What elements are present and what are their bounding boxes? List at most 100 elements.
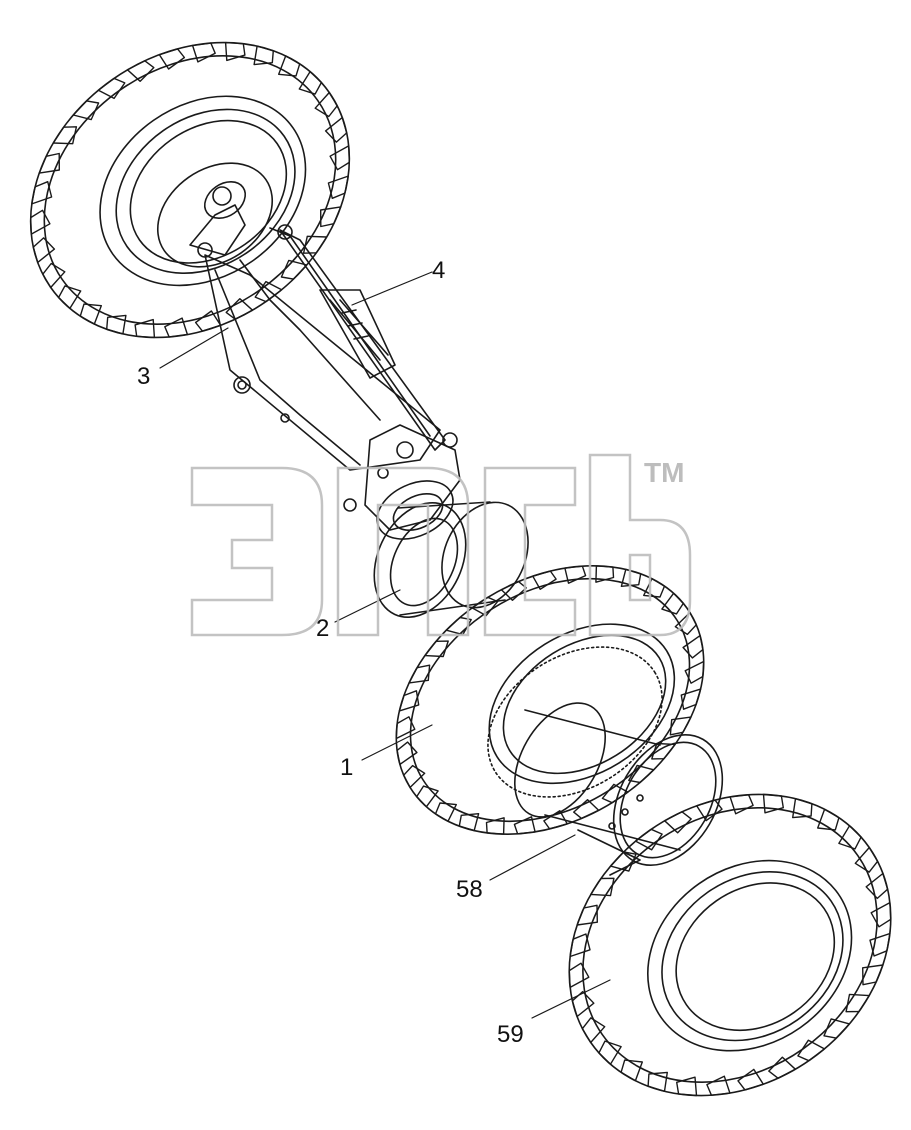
tread-lug: [854, 846, 879, 873]
tread-lug: [651, 742, 676, 760]
tread-lug: [280, 259, 308, 280]
top-rim-inner: [156, 162, 274, 268]
tread-lug: [647, 1071, 668, 1092]
tread-lug: [737, 1068, 764, 1091]
tread-lug: [581, 1017, 606, 1044]
tread-lug: [324, 116, 348, 143]
tread-lug: [682, 634, 704, 659]
tread-lug: [568, 962, 590, 989]
tread-lug: [398, 690, 420, 712]
tread-lug: [680, 688, 702, 710]
tread-lug: [298, 70, 323, 95]
tread-lug: [158, 48, 186, 70]
tread-lug: [320, 206, 342, 228]
tread-lug: [327, 175, 349, 199]
tread-lug: [797, 1039, 826, 1062]
bottom-tire: [568, 793, 892, 1097]
tread-lug: [32, 237, 56, 264]
tread-lug: [664, 811, 692, 834]
tread-lug: [573, 799, 600, 820]
tread-lug: [38, 152, 60, 174]
middle-tire: [395, 565, 705, 835]
tread-lug: [434, 802, 457, 822]
callout-58: 58: [456, 876, 483, 903]
tread-lug: [302, 235, 328, 254]
tread-lug: [126, 60, 155, 82]
tread-lug: [564, 565, 587, 584]
tread-lug: [571, 990, 595, 1018]
tread-lug: [97, 77, 126, 100]
tread-lug: [253, 45, 274, 66]
tread-lug: [729, 794, 754, 815]
tread-lug: [471, 596, 499, 617]
tread-lug: [634, 828, 663, 851]
tread-lug: [403, 764, 426, 789]
tread-lug: [513, 816, 536, 835]
tread-lug: [52, 126, 78, 145]
tread-lug: [862, 964, 884, 986]
tread-lug: [643, 578, 666, 598]
tread-lug: [595, 565, 615, 583]
tread-lug: [254, 280, 283, 303]
tread-lug: [845, 993, 870, 1013]
tread-lug: [768, 1056, 796, 1079]
spacer-ring: [373, 501, 529, 619]
bottom-wheel: [568, 793, 892, 1097]
tread-lug: [706, 1075, 731, 1096]
leader-1: [361, 724, 433, 761]
tread-lug: [590, 877, 615, 897]
callout-1: 1: [340, 754, 353, 781]
tread-lug: [620, 568, 642, 587]
top-tire-tread: [30, 41, 350, 339]
leader-59: [531, 979, 611, 1019]
leader-2: [334, 589, 401, 623]
callout-2: 2: [316, 615, 329, 642]
tread-lug: [669, 716, 692, 736]
watermark-trademark: TM: [644, 457, 684, 488]
tread-lug: [225, 298, 254, 320]
tread-lug: [194, 310, 222, 332]
tread-lug: [30, 209, 51, 235]
tread-lug: [792, 798, 813, 819]
tread-lug: [191, 42, 216, 63]
tread-lug: [823, 1018, 851, 1039]
tread-lug: [57, 285, 82, 310]
tread-lug: [31, 181, 53, 205]
tread-lug: [408, 664, 431, 684]
tread-lug: [106, 314, 127, 335]
tread-lug: [676, 1076, 698, 1097]
tread-lug: [869, 932, 891, 957]
middle-tire-tread: [395, 565, 705, 835]
tread-lug: [424, 640, 449, 658]
center-flange: [343, 424, 461, 540]
tread-lug: [838, 825, 862, 850]
tread-lug: [485, 817, 505, 835]
callout-4: 4: [432, 257, 445, 284]
tread-lug: [416, 785, 439, 808]
tread-lug: [532, 570, 557, 590]
tread-lug: [314, 91, 338, 118]
tread-lug: [817, 808, 840, 831]
leader-4: [351, 271, 433, 306]
steering-cylinder: [319, 289, 396, 379]
tread-lug: [609, 851, 637, 872]
top-hub-cap: [212, 186, 232, 206]
callout-59: 59: [497, 1021, 524, 1048]
callout-3: 3: [137, 363, 150, 390]
tread-lug: [42, 262, 66, 289]
tread-lug: [396, 741, 418, 766]
middle-tire-sidewall-text-band: [487, 646, 663, 798]
tread-lug: [598, 1040, 622, 1065]
tread-lug: [674, 611, 697, 636]
tread-lug: [395, 716, 416, 740]
tread-lug: [72, 100, 100, 121]
axle-housing: [189, 204, 461, 540]
tread-lug: [762, 793, 784, 814]
tread-lug: [865, 872, 889, 900]
tread-lug: [164, 317, 189, 338]
tread-lug: [543, 810, 568, 830]
tread-lug: [458, 813, 480, 832]
callout-labels: 3 4 2 1 58 59: [137, 257, 524, 1048]
